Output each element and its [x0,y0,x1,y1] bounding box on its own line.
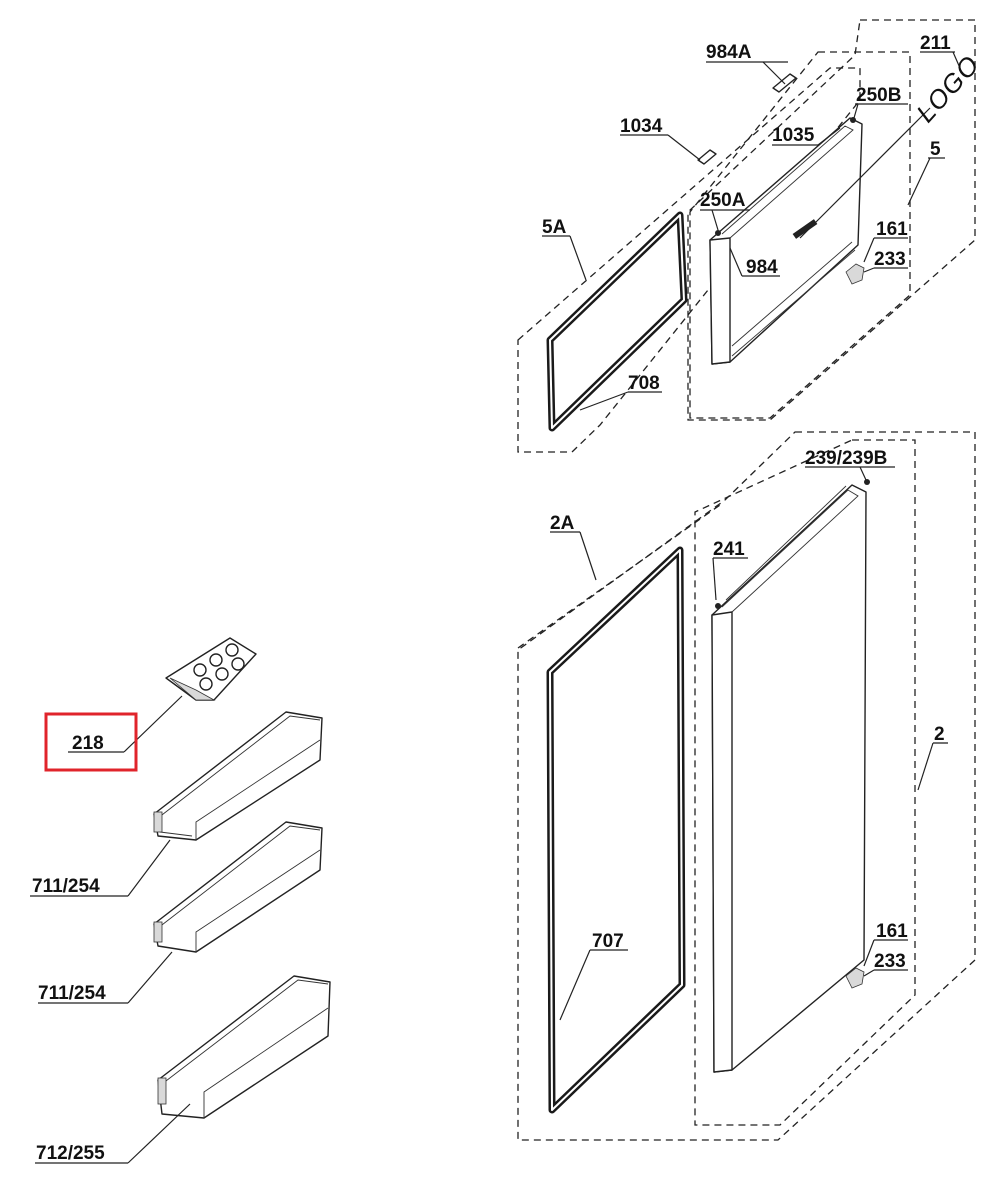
label-1034: 1034 [620,116,663,137]
group-2-outline [517,431,976,1141]
part-250a-screw [715,230,721,236]
egg-tray-218 [165,637,257,701]
label-211: 211 [920,33,951,54]
label-239-239b: 239/239B [805,448,887,469]
lower-door-handle-2 [725,485,847,601]
label-161-top: 161 [876,219,908,240]
gasket-708-inner [549,214,685,429]
label-2: 2 [934,724,945,745]
lower-door-handle [721,489,859,613]
label-711-254-a: 711/254 [32,876,100,897]
gasket-707-inner [549,549,683,1111]
part-239-cap [864,479,870,485]
logo-plate-984 [792,219,818,239]
egg-cup-1 [193,663,207,677]
group-5-inner-outline [689,51,911,419]
upper-door-handle [721,125,854,239]
group-2a-outline [517,504,721,649]
upper-door-lip-2 [731,249,856,357]
door-shelf-1 [153,711,323,841]
egg-tray-tab [169,677,216,701]
label-250b: 250B [856,85,901,106]
upper-door-panel [709,117,863,365]
upper-door-edge [709,237,731,365]
label-711-254-b: 711/254 [38,983,106,1004]
label-984a: 984A [706,42,752,63]
label-233-bottom: 233 [874,951,906,972]
part-233-hinge-bottom [845,967,865,989]
logo-text: LOGO [910,49,985,128]
label-1035: 1035 [772,125,815,146]
highlight-box-218 [44,712,138,772]
door-shelf-2 [153,821,323,953]
label-218: 218 [72,733,104,754]
part-241-screw [715,603,721,609]
part-1034-clip [697,149,717,165]
group-5-outline [687,19,976,421]
egg-cup-2 [209,653,223,667]
door-shelf-3 [157,975,331,1119]
egg-cup-5 [215,667,229,681]
label-2a: 2A [550,513,575,534]
egg-cup-4 [199,677,213,691]
egg-cup-3 [225,643,239,657]
label-707: 707 [592,931,624,952]
label-161-bottom: 161 [876,921,908,942]
label-241: 241 [713,539,745,560]
label-5a: 5A [542,217,567,238]
gasket-707 [546,546,686,1114]
group-2-inner-outline [694,439,916,1126]
part-233-hinge-top [845,263,865,285]
lower-door-panel [711,484,867,1073]
label-250a: 250A [700,190,746,211]
lower-door-edge [711,611,733,1073]
egg-cup-6 [231,657,245,671]
label-984: 984 [746,257,778,278]
label-712-255: 712/255 [36,1143,105,1164]
label-5: 5 [930,139,941,160]
part-250b-screw [850,117,856,123]
upper-door-lip [731,241,853,347]
label-708: 708 [628,373,660,394]
label-233-top: 233 [874,249,906,270]
